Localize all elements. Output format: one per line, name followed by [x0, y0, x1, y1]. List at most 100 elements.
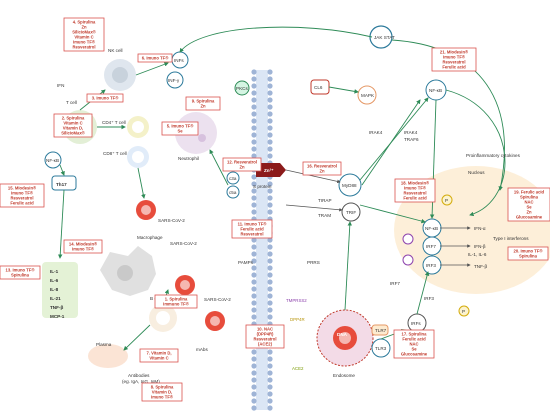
membrane-lipid	[251, 391, 257, 397]
tmprss2-label: TMPRSS2	[286, 298, 307, 303]
irf3-nuc-label: IRF3	[426, 263, 436, 268]
membrane-lipid	[251, 97, 257, 103]
supplement-box-line: Ferulic acid	[442, 65, 466, 70]
supplement-box-line: Imuno TF®	[443, 55, 466, 60]
membrane-lipid	[251, 356, 257, 362]
supplement-box-line: 17. Spirulina	[402, 332, 428, 337]
irf7-mid-node	[402, 233, 414, 245]
membrane-lipid	[267, 195, 273, 201]
supplement-box-line: Spirulina	[11, 273, 30, 278]
ifn-i-label: Type I interferons	[493, 236, 529, 241]
membrane-lipid	[251, 76, 257, 82]
membrane-lipid	[267, 265, 273, 271]
myd88-node	[338, 173, 362, 197]
myd88-label: MyD88	[342, 183, 357, 188]
mabs-label: mAbs	[196, 347, 208, 352]
plasma-cell	[88, 344, 128, 368]
supplement-box-line: SilicioMax®	[72, 30, 96, 35]
supplement-box-line: Imuno TF®	[11, 191, 34, 196]
membrane-lipid	[267, 272, 273, 278]
membrane-lipid	[267, 293, 273, 299]
zn-marker	[256, 163, 286, 177]
jakstat-node	[369, 25, 393, 49]
cytokine-item: IL-1	[50, 269, 59, 274]
ifn-label: IFN	[57, 83, 64, 88]
supplement-box-line: 20. Imuno TF®	[514, 249, 544, 254]
membrane-lipid	[251, 90, 257, 96]
irak4-label-1: IRAK4	[369, 130, 383, 135]
membrane-lipid	[251, 265, 257, 271]
membrane-lipid	[267, 146, 273, 152]
supplement-box-line: 4. Spirulina	[73, 20, 96, 25]
prrs-label: PRRS	[307, 260, 320, 265]
membrane-lipid	[251, 307, 257, 313]
cytokine-list-box	[42, 262, 78, 318]
supplement-box-b5: 5. Imuno TF®Se	[161, 121, 199, 136]
cd4-label: CD4⁺ T cell	[102, 120, 126, 125]
membrane-lipid	[267, 377, 273, 383]
membrane-lipid	[267, 391, 273, 397]
membrane-lipid	[251, 251, 257, 257]
p-label-2: P	[462, 309, 465, 314]
virus-3	[205, 311, 225, 331]
supplement-box-line: Vitamin C	[149, 356, 168, 361]
supplement-box-line: 14. Miodesin®	[69, 242, 98, 247]
tlr7-label: TLR7	[375, 328, 387, 333]
membrane-lipid	[251, 370, 257, 376]
membrane-lipid	[267, 69, 273, 75]
supplement-box-line: Zn	[239, 165, 245, 170]
supplement-box-b18: 18. Miodesin®Imuno TF®ResveratrolFerulic…	[394, 178, 436, 203]
cell-membrane	[251, 69, 273, 411]
cytokine-item: IL-8	[50, 287, 59, 292]
cytokine-item: IL-21	[50, 296, 61, 301]
tlr3-label: TLR3	[375, 346, 387, 351]
membrane-lipid	[267, 132, 273, 138]
membrane-lipid	[251, 139, 257, 145]
membrane-lipid	[251, 146, 257, 152]
membrane-lipid	[267, 125, 273, 131]
mapk-label: MAPK	[361, 93, 375, 98]
membrane-lipid	[251, 384, 257, 390]
membrane-lipid	[251, 118, 257, 124]
membrane-lipid	[251, 300, 257, 306]
supplement-box-line: Resveratrol	[72, 45, 95, 50]
arrows	[57, 26, 506, 351]
ace2-label: ACE2	[292, 366, 304, 371]
nucleus-label: Nucleus	[468, 170, 485, 175]
membrane-lipid	[267, 251, 273, 257]
membrane-lipid	[251, 272, 257, 278]
irf7-nuc-label: IRF7	[426, 244, 436, 249]
supplement-box-line: 11. Imuno TF®	[238, 222, 268, 227]
antibodies-sub-label: (eg. IgA, IgG, IgM)	[122, 379, 160, 384]
membrane-lipid	[267, 104, 273, 110]
supplement-box-line: (DPP4R)	[257, 332, 274, 337]
supplement-box-line: 10. NAC	[257, 327, 273, 332]
supplement-box-line: 6. Imuno TF®	[142, 56, 169, 61]
supplement-box-line: Imuno TF®	[151, 395, 174, 400]
membrane-lipid	[251, 111, 257, 117]
membrane-lipid	[251, 258, 257, 264]
supplement-box-line: 16. Resveratrol	[307, 164, 337, 169]
supplement-box-line: Se	[526, 205, 532, 210]
cytokine-item: TNF-β	[50, 305, 63, 310]
supplement-box-b3: 3. Imuno TF®	[86, 93, 124, 103]
supplement-box-line: Imuno TF®	[73, 40, 96, 45]
cytokine-item: MCP-1	[50, 314, 65, 319]
supplement-box-b15: 15. Miodesin®Imuno TF®ResveratrolFerulic…	[0, 183, 45, 208]
supplement-box-line: SilicioMax®	[61, 131, 85, 136]
membrane-lipid	[251, 405, 257, 411]
supplement-box-line: 12. Resveratrol	[227, 160, 257, 165]
supplement-box-b10: 10. NAC(DPP4R)Resveratrol(ACE2)	[245, 324, 285, 349]
cytokine-list: IL-1 IL-6 IL-8 IL-21 TNF-β MCP-1	[50, 269, 65, 319]
membrane-lipid	[251, 349, 257, 355]
supplement-box-line: 18. Miodesin®	[401, 181, 430, 186]
cl6-label: CL6	[314, 85, 323, 90]
mapk-node	[357, 85, 377, 105]
infs-label: INFs	[174, 58, 184, 63]
supplement-box-line: NAC	[524, 200, 533, 205]
macrophage-label: Macrophage	[137, 235, 163, 240]
supplement-box-line: Spirulina	[520, 195, 539, 200]
